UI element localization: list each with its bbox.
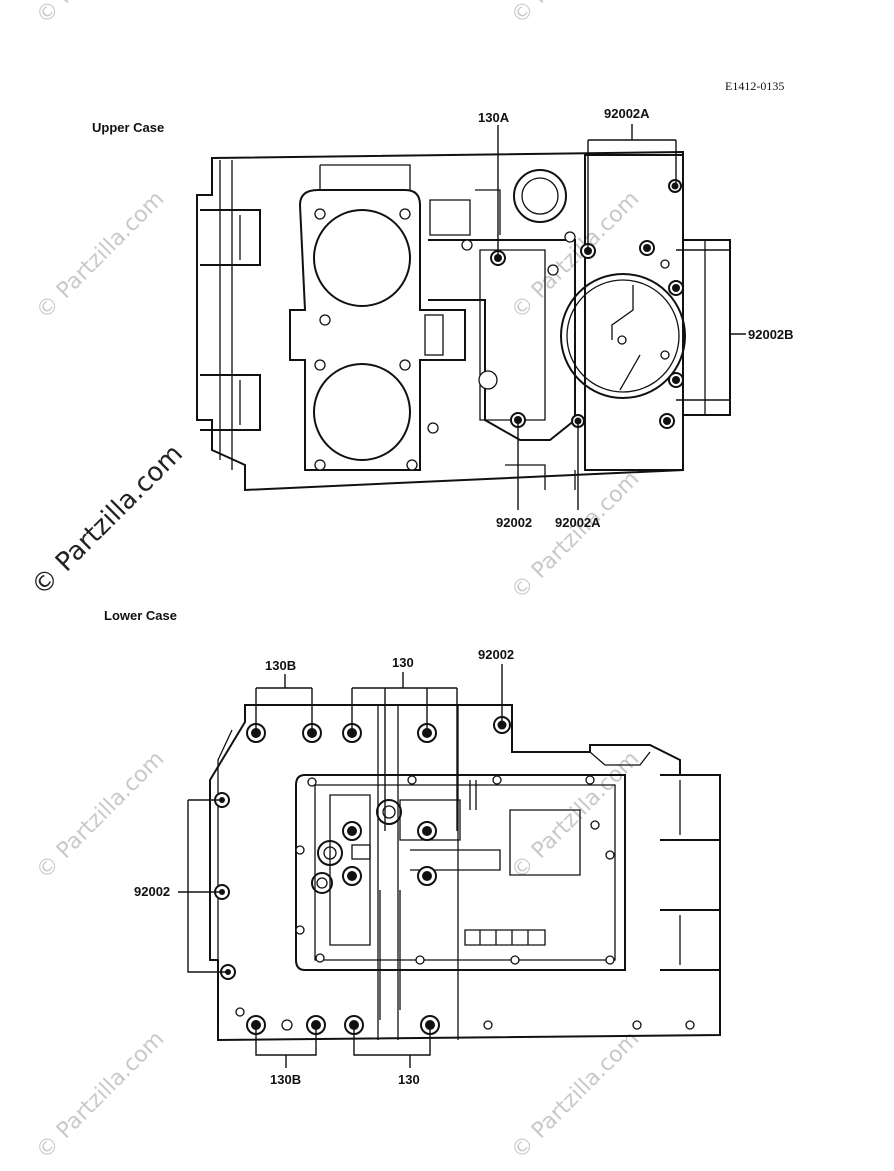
upper-case-leaders xyxy=(497,124,746,510)
watermark: © Partzilla.com xyxy=(32,0,170,29)
reference-code: E1412-0135 xyxy=(725,79,784,93)
lower-case-drawing xyxy=(209,704,721,1042)
watermark: © Partzilla.com xyxy=(32,187,170,325)
callout-130b-top: 130B xyxy=(265,658,296,673)
watermark-main: © Partzilla.com xyxy=(26,439,189,602)
callout-92002-bottom: 92002 xyxy=(496,515,532,530)
callout-92002a-top: 92002A xyxy=(604,106,650,121)
lower-case-callouts: 130B 130 92002 92002 130B 130 xyxy=(134,647,514,1087)
watermark: © Partzilla.com xyxy=(32,747,170,885)
upper-case-bolts xyxy=(314,179,684,471)
callout-130b-bottom: 130B xyxy=(270,1072,301,1087)
callout-92002-top: 92002 xyxy=(478,647,514,662)
callout-130-top: 130 xyxy=(392,655,414,670)
callout-130a: 130A xyxy=(478,110,510,125)
upper-case-title: Upper Case xyxy=(92,120,164,135)
watermark: © Partzilla.com xyxy=(507,747,645,885)
watermark: © Partzilla.com xyxy=(507,0,645,29)
lower-case-title: Lower Case xyxy=(104,608,177,623)
callout-130-bottom: 130 xyxy=(398,1072,420,1087)
upper-case-callouts: 130A 92002A 92002B 92002 92002A xyxy=(478,106,794,530)
watermark-layer: © Partzilla.com © Partzilla.com © Partzi… xyxy=(26,0,645,1164)
callout-92002a-bottom: 92002A xyxy=(555,515,601,530)
watermark: © Partzilla.com xyxy=(32,1027,170,1165)
callout-92002-left: 92002 xyxy=(134,884,170,899)
callout-92002b: 92002B xyxy=(748,327,794,342)
lower-case-leaders xyxy=(178,664,503,1068)
upper-case-drawing xyxy=(196,150,731,492)
watermark: © Partzilla.com xyxy=(507,1027,645,1165)
